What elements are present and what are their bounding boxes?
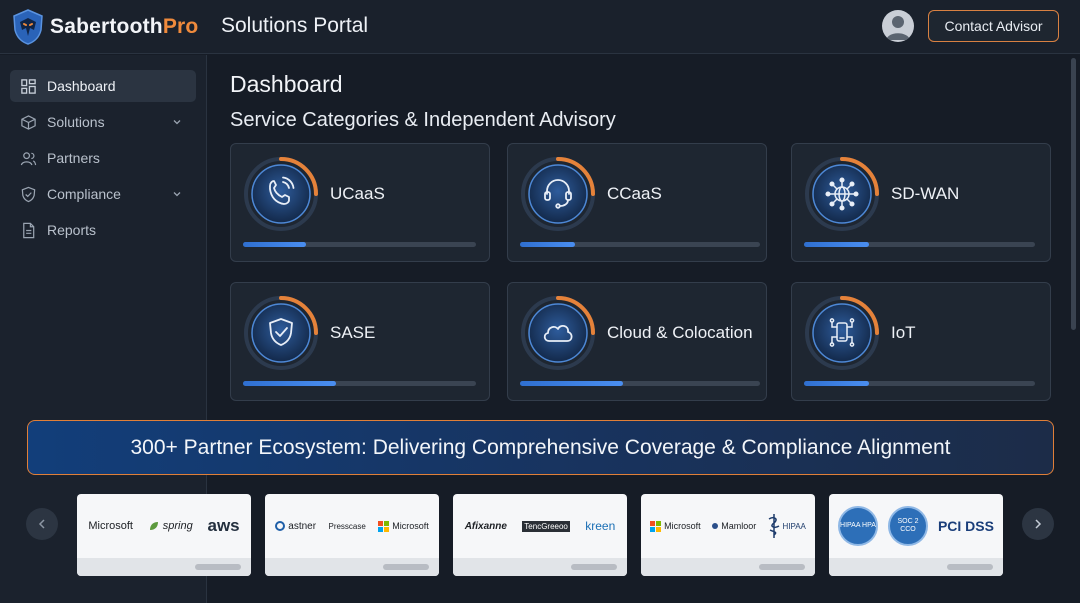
shield-icon [21,186,36,202]
document-icon [23,222,35,238]
cloud-icon [543,325,573,342]
partner-logo: kreen [585,519,616,533]
category-progress-fill [243,242,306,247]
partner-logo: Microsoft [378,520,429,532]
category-card-ccaas[interactable]: CCaaS [507,143,767,262]
partner-logo: TencGreeoo [522,520,570,532]
caduceus-icon [769,514,780,538]
partner-logo: Microsoft [650,520,701,532]
carousel-next-button[interactable] [1022,508,1054,540]
category-progress-track [243,381,476,386]
sidebar-item-partners[interactable]: Partners [10,142,196,174]
icon-ring [805,296,879,370]
contact-advisor-button[interactable]: Contact Advisor [928,10,1059,42]
app-name-accent: Pro [162,15,199,38]
category-label: Cloud & Colocation [607,323,753,342]
category-progress-track [243,242,476,247]
hipaa-badge: HIPAA HPA [837,506,878,546]
section-title: Service Categories & Independent Advisor… [230,109,616,131]
chevron-down-icon [173,192,181,197]
category-card-sdwan[interactable]: SD-WAN [791,143,1051,262]
network-globe-icon [825,177,859,211]
category-progress-track [520,242,760,247]
sabertooth-logo-icon [13,9,43,45]
partner-card[interactable]: HIPAA HPA SOC 2 CCO PCI DSS [829,494,1003,576]
user-icon [886,16,910,40]
partner-ecosystem-banner: 300+ Partner Ecosystem: Delivering Compr… [27,420,1054,475]
banner-text: 300+ Partner Ecosystem: Delivering Compr… [130,435,951,459]
partner-card[interactable]: Afixanne TencGreeoo kreen [453,494,627,576]
box-icon [21,114,36,130]
partner-logo: Presscase [328,521,366,531]
main-scrollbar[interactable] [1071,58,1076,330]
chevron-left-icon [38,519,45,529]
category-label: IoT [891,323,916,342]
icon-ring [521,296,595,370]
icon-ring [244,157,318,231]
sidebar-item-label: Compliance [47,186,121,202]
pci-dss-logo: PCI DSS [937,518,994,534]
category-label: SASE [330,323,376,342]
category-card-cloud[interactable]: Cloud & Colocation [507,282,767,401]
sidebar-item-label: Reports [47,222,97,238]
sidebar-item-compliance[interactable]: Compliance [10,178,196,210]
page-title: Dashboard [230,71,343,97]
partner-logo: Afixanne [464,520,507,532]
iot-device-icon [829,318,855,347]
partner-logo: Mamloor [711,521,756,531]
partner-logo: aws [207,516,240,535]
partner-card[interactable]: Microsoft Mamloor HIPAA [641,494,815,576]
carousel-prev-button[interactable] [26,508,58,540]
sidebar-item-solutions[interactable]: Solutions [10,106,196,138]
icon-ring [521,157,595,231]
chevron-down-icon [173,120,181,125]
partner-mark-icon [711,523,718,529]
sidebar-item-label: Partners [47,150,100,166]
partner-logo: Microsoft [88,520,133,532]
category-progress-track [804,242,1035,247]
phone-icon [269,176,295,205]
partner-logo: HIPAA [766,513,806,539]
users-icon [20,151,37,165]
sidebar-item-label: Dashboard [47,78,116,94]
top-header: SabertoothPro Solutions Portal Contact A… [0,0,1080,54]
sidebar-item-label: Solutions [47,114,105,130]
partner-mark-icon [275,521,286,531]
partner-logo: spring [148,520,193,532]
category-card-iot[interactable]: IoT [791,282,1051,401]
app-name: Sabertooth [50,15,163,38]
category-label: CCaaS [607,184,662,203]
icon-ring [805,157,879,231]
category-progress-fill [243,381,337,386]
partner-logo: astner [275,520,316,532]
app-logo[interactable]: SabertoothPro [10,8,206,46]
category-progress-fill [520,381,624,386]
category-progress-track [520,381,760,386]
icon-ring [244,296,318,370]
portal-title: Solutions Portal [221,14,369,37]
category-progress-fill [804,381,869,386]
category-label: SD-WAN [891,184,960,203]
partner-card[interactable]: Microsoft spring aws [77,494,251,576]
user-avatar[interactable] [882,10,914,42]
soc2-badge: SOC 2 CCO [887,506,928,546]
partner-card[interactable]: astner Presscase Microsoft [265,494,439,576]
category-progress-fill [804,242,869,247]
category-card-ucaas[interactable]: UCaaS [230,143,490,262]
headset-icon [544,179,572,209]
category-label: UCaaS [330,184,385,203]
category-progress-fill [520,242,576,247]
sidebar-item-reports[interactable]: Reports [10,214,196,246]
category-card-sase[interactable]: SASE [230,282,490,401]
chevron-right-icon [1035,519,1042,529]
shield-check-icon [269,318,293,346]
category-progress-track [804,381,1035,386]
spring-leaf-icon [149,522,158,530]
sidebar-item-dashboard[interactable]: Dashboard [10,70,196,102]
dashboard-grid-icon [21,78,36,94]
